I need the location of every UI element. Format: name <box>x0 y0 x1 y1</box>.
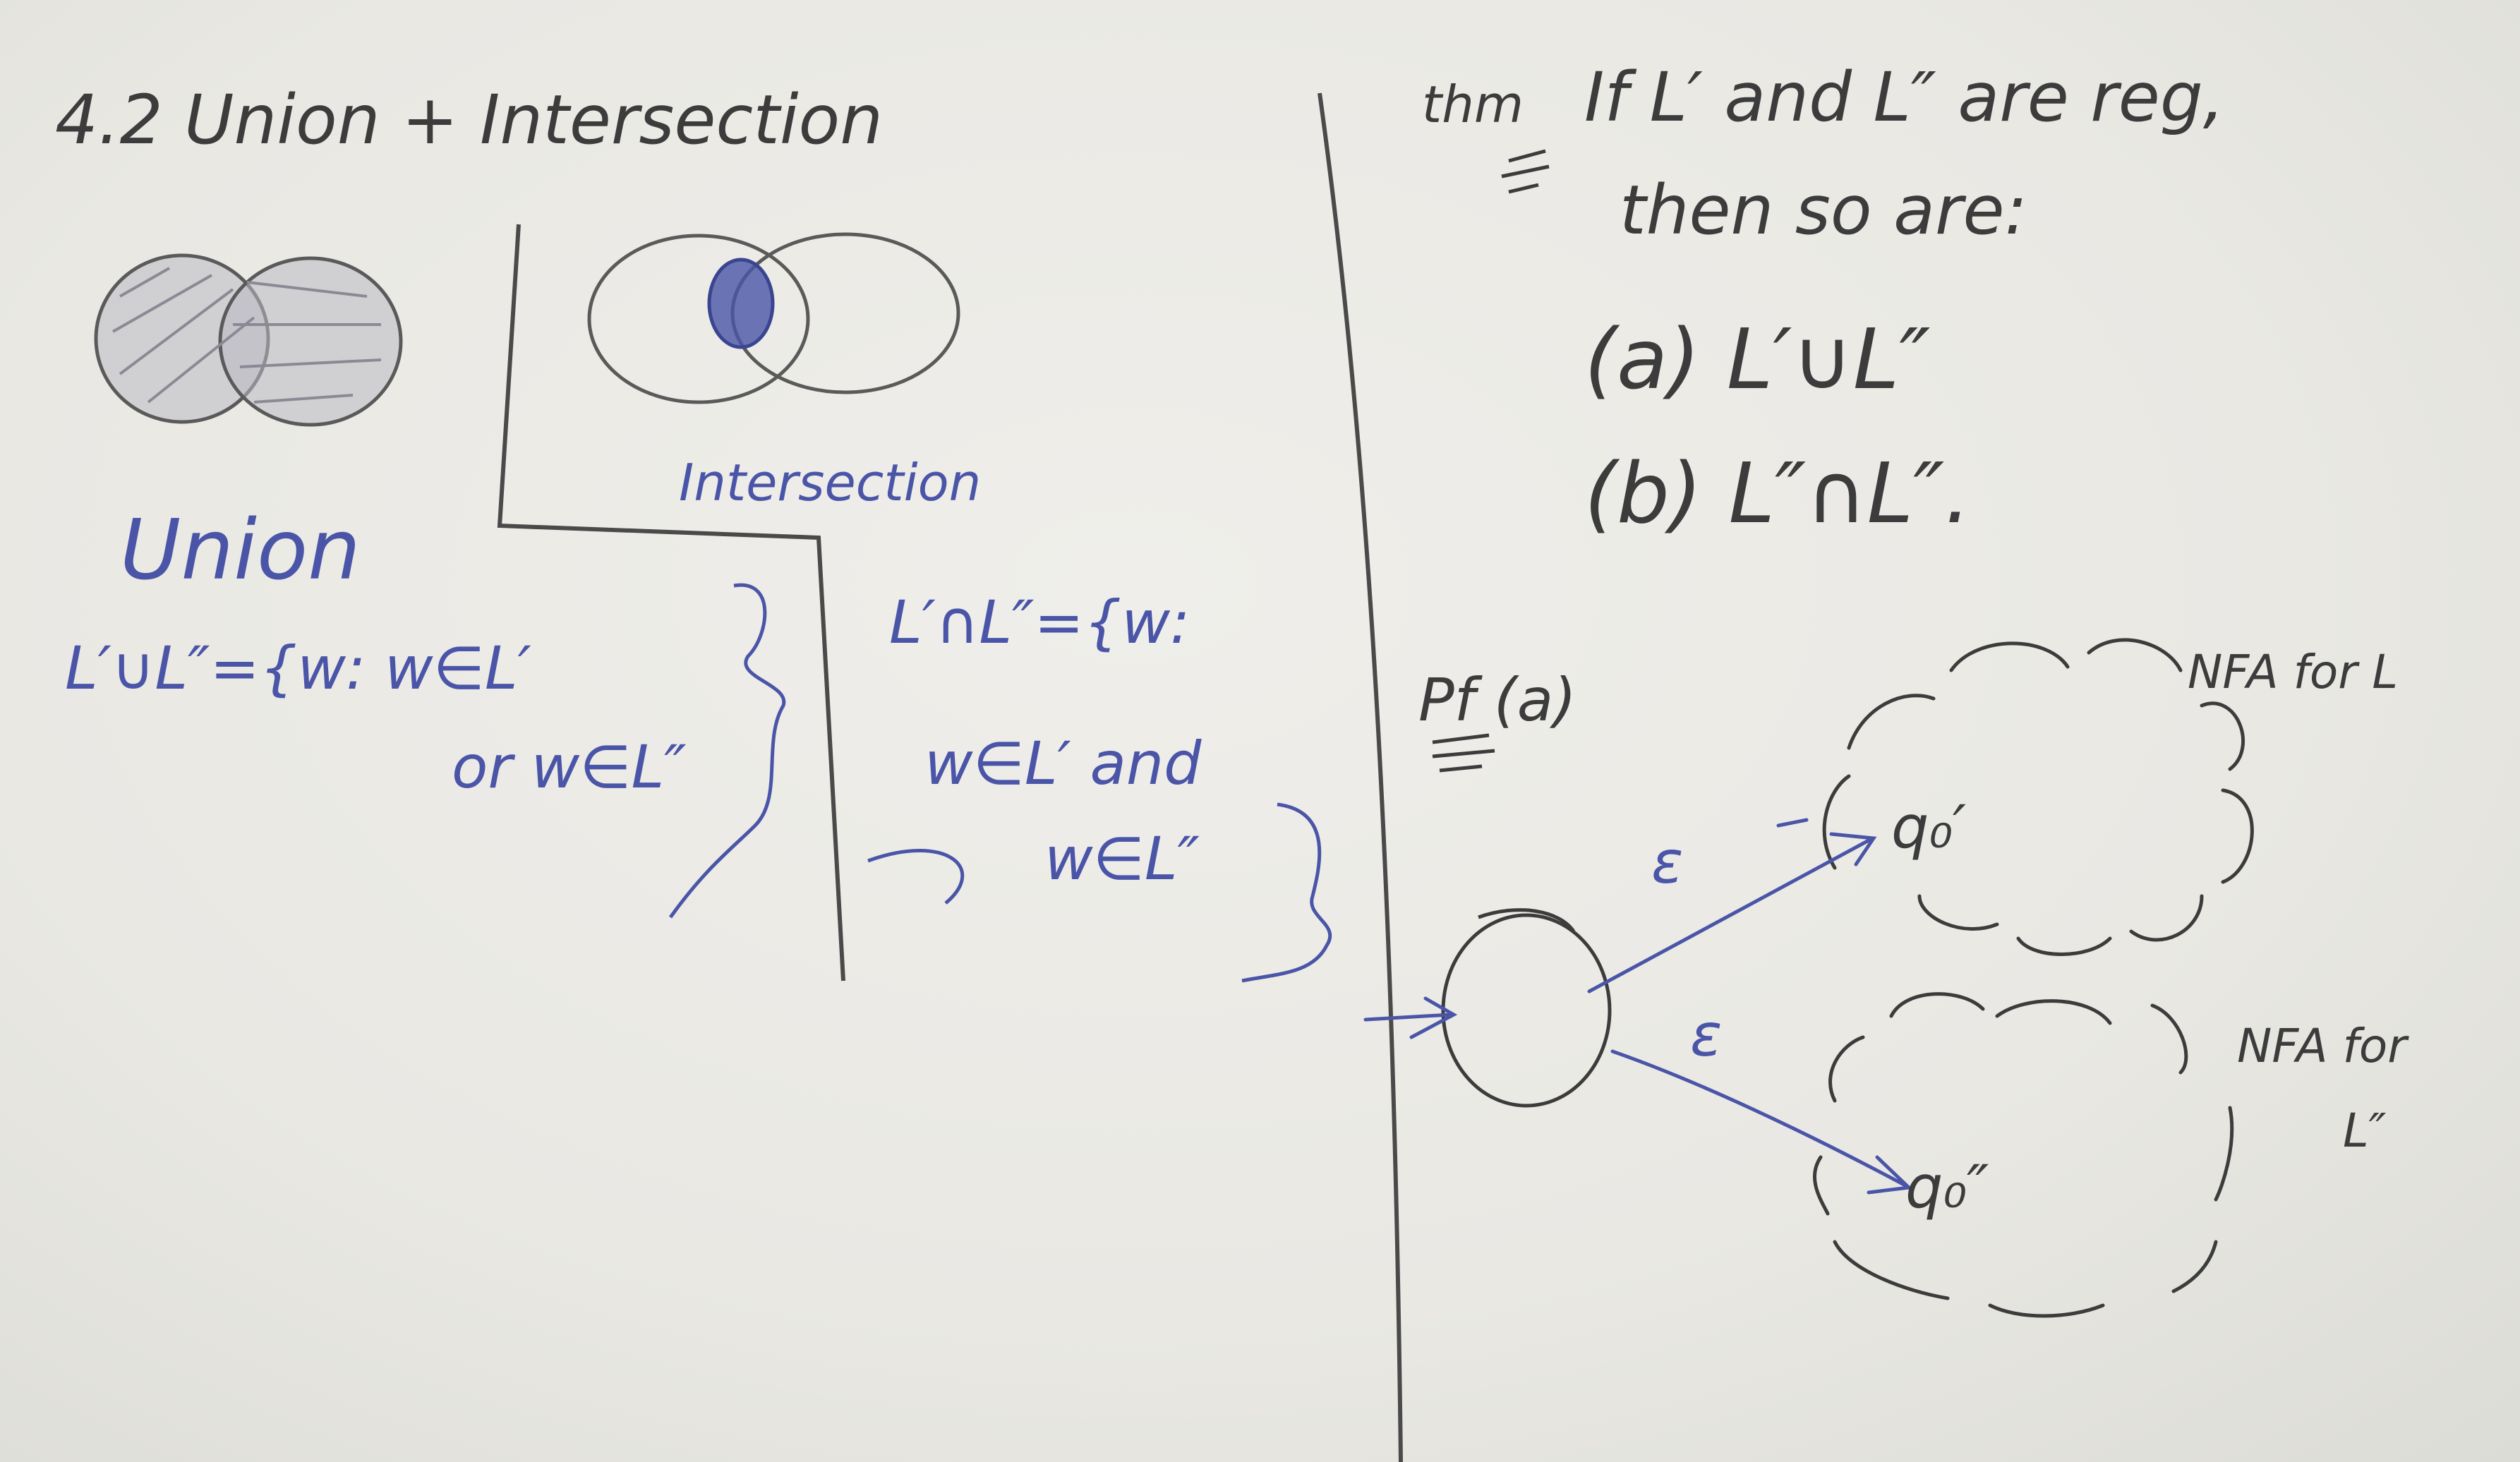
theorem-statement-line2: then so are: <box>1620 171 2027 250</box>
intersection-definition-line3: w∈L″ <box>1044 824 1200 893</box>
theorem-item-a: (a) L′∪L″ <box>1584 310 1931 408</box>
theorem-item-b: (b) L″∩L″. <box>1584 445 1971 542</box>
set-braces <box>668 583 1332 983</box>
nfa-state-q0-double-prime: q₀″ <box>1905 1152 1989 1221</box>
nfa-top-label: NFA for L <box>2188 645 2399 699</box>
epsilon-label-top: ε <box>1651 828 1684 897</box>
epsilon-label-bottom: ε <box>1690 1001 1723 1070</box>
union-definition-line1: L′∪L″={w: w∈L′ <box>65 634 531 703</box>
intersection-label: Intersection <box>679 453 982 512</box>
emphasis-marks <box>1432 149 1550 773</box>
theorem-statement-line1: If L′ and L″ are reg, <box>1584 58 2225 137</box>
page-heading: 4.2 Union + Intersection <box>55 80 884 159</box>
nfa-state-q0-prime: q₀′ <box>1891 792 1967 862</box>
intersection-venn-diagram <box>587 232 960 404</box>
intersection-definition-line2: w∈L′ and <box>924 729 1202 798</box>
theorem-label: thm <box>1422 75 1524 134</box>
nfa-start-state <box>1441 908 1612 1108</box>
proof-label: Pf (a) <box>1418 665 1576 735</box>
transition-arrows <box>1363 818 1913 1195</box>
union-label: Union <box>120 501 361 598</box>
intersection-definition-line1: L′∩L″={w: <box>889 588 1190 657</box>
nfa-bottom-label-line1: NFA for <box>2237 1019 2407 1073</box>
nfa-clouds <box>1812 638 2254 1318</box>
left-section-dividers <box>497 92 1403 1462</box>
union-venn-diagram <box>94 253 403 427</box>
nfa-bottom-label-line2: L″ <box>2343 1104 2387 1158</box>
union-definition-line2: or w∈L″ <box>452 732 687 802</box>
